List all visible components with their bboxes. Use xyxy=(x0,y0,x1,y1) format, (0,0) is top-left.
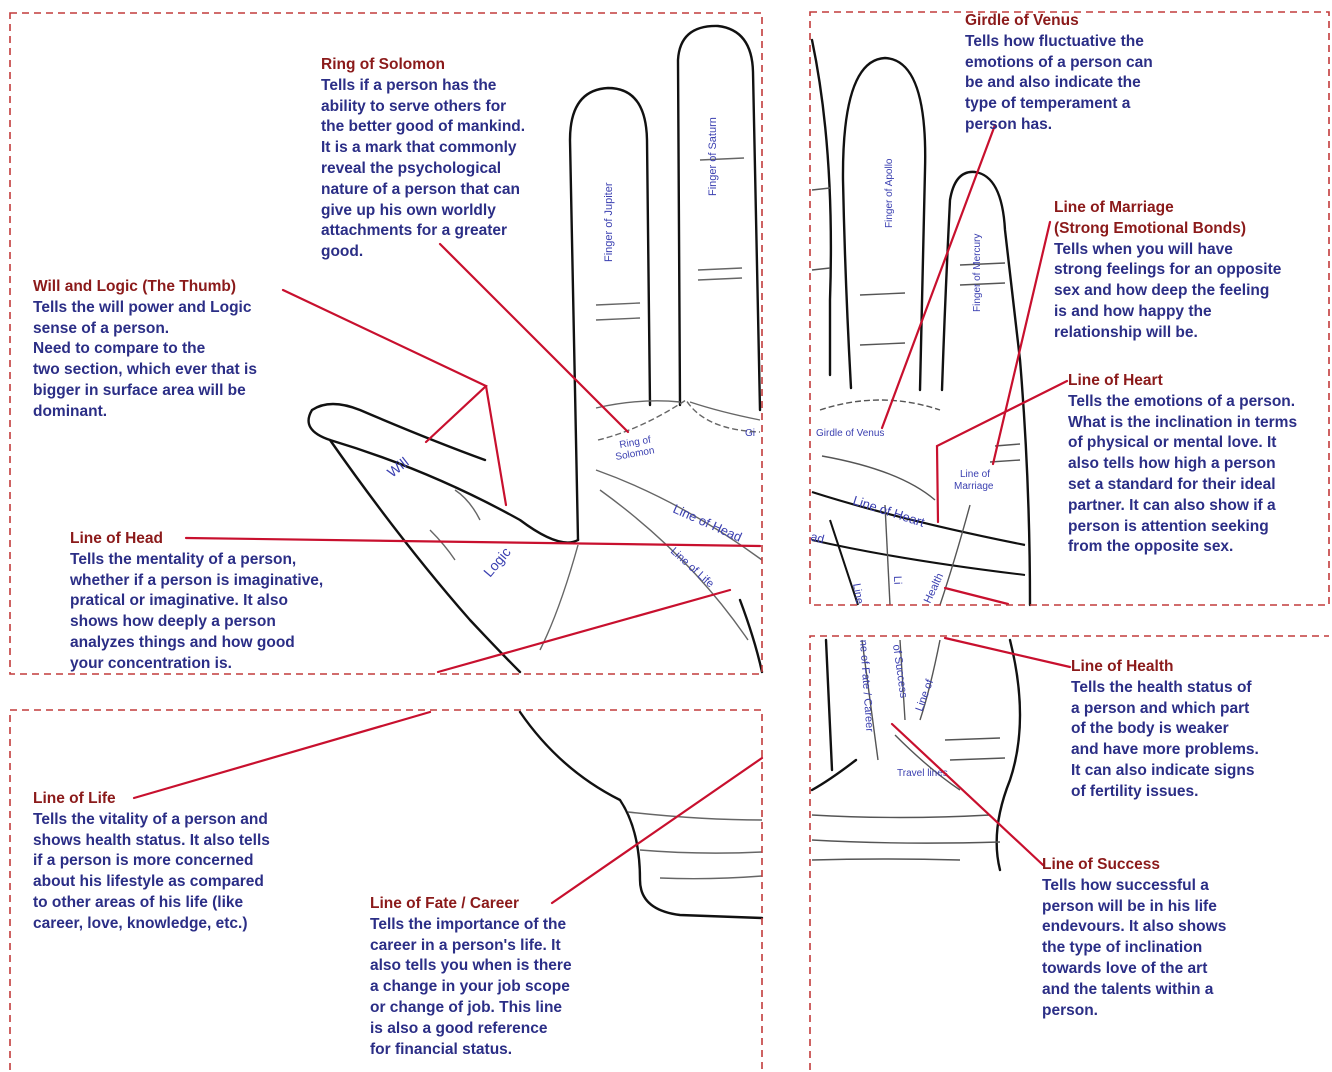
annotation-title: Line of Fate / Career xyxy=(370,894,620,915)
annotation-line-of-head: Line of Head Tells the mentality of a pe… xyxy=(70,529,380,675)
pointer-lines xyxy=(134,125,1070,903)
pointer-line-of-fate xyxy=(552,758,762,903)
panel-bottom-right: ne of Fate / Career of Success Line of T… xyxy=(812,639,1020,870)
line-of-hand-label: Line of xyxy=(914,677,937,713)
pointer-line-of-health-top xyxy=(945,588,1008,604)
annotation-body: Tells how successful a person will be in… xyxy=(1042,876,1282,1022)
annotation-line-of-success: Line of Success Tells how successful a p… xyxy=(1042,855,1282,1021)
annotation-title: Line of Heart xyxy=(1068,371,1330,392)
logic-label: Logic xyxy=(480,544,514,580)
wrist-lines-bottom-left xyxy=(628,812,762,879)
annotation-body: Tells the emotions of a person. What is … xyxy=(1068,392,1330,558)
finger-mercury-label: Finger of Mercury xyxy=(972,234,983,312)
line-of-heart-hand-label: Line of Heart xyxy=(851,493,927,530)
annotation-title: Line of Health xyxy=(1071,657,1311,678)
fate-fragment-label: Li xyxy=(891,576,903,585)
annotation-body: Tells the will power and Logic sense of … xyxy=(33,298,303,423)
pointer-thumb-logic xyxy=(486,386,506,505)
annotation-body: Tells the mentality of a person, whether… xyxy=(70,550,380,675)
palm-lines-bottom-right xyxy=(812,640,1005,860)
annotation-body: Tells when you will have strong feelings… xyxy=(1054,240,1324,344)
annotation-title: Line of Life xyxy=(33,789,323,810)
annotation-line-of-health: Line of Health Tells the health status o… xyxy=(1071,657,1311,803)
hand-outline-bottom-left xyxy=(520,712,762,918)
annotation-title: Will and Logic (The Thumb) xyxy=(33,277,303,298)
annotation-title: Line of Head xyxy=(70,529,380,550)
line-of-marriage-hand-label-1: Line of xyxy=(960,469,990,480)
finger-jupiter-label: Finger of Jupiter xyxy=(603,182,615,262)
pointer-line-of-marriage xyxy=(993,222,1050,464)
finger-apollo-label: Finger of Apollo xyxy=(884,158,895,228)
annotation-will-and-logic: Will and Logic (The Thumb) Tells the wil… xyxy=(33,277,303,423)
annotation-title: Girdle of Venus xyxy=(965,11,1205,32)
health-fragment-label: Health xyxy=(922,571,946,605)
fate-career-hand-label: ne of Fate / Career xyxy=(857,639,875,732)
line-fragment-label: Line xyxy=(850,582,865,605)
head-fragment-label: ad xyxy=(809,529,826,546)
annotation-title: Line of Marriage (Strong Emotional Bonds… xyxy=(1054,198,1324,240)
of-success-hand-label: of Success xyxy=(890,644,909,699)
annotation-title: Line of Success xyxy=(1042,855,1282,876)
annotation-body: Tells the health status of a person and … xyxy=(1071,678,1311,803)
annotation-body: Tells the importance of the career in a … xyxy=(370,915,620,1061)
pointer-line-of-heart xyxy=(937,381,1067,522)
line-of-marriage-hand-label-2: Marriage xyxy=(954,481,994,492)
annotation-title: Ring of Solomon xyxy=(321,55,571,76)
annotation-line-of-heart: Line of Heart Tells the emotions of a pe… xyxy=(1068,371,1330,558)
girdle-of-venus-hand-label: Girdle of Venus xyxy=(816,428,884,439)
annotation-line-of-marriage: Line of Marriage (Strong Emotional Bonds… xyxy=(1054,198,1324,344)
panel-bottom-left xyxy=(520,712,762,918)
annotation-body: Tells the vitality of a person and shows… xyxy=(33,810,323,935)
line-of-head-hand-label: Line of Head xyxy=(671,501,744,545)
annotation-line-of-fate: Line of Fate / Career Tells the importan… xyxy=(370,894,620,1060)
annotation-body: Tells how fluctuative the emotions of a … xyxy=(965,32,1205,136)
finger-saturn-label: Finger of Saturn xyxy=(707,117,719,196)
line-of-life-hand-label: Line of Life xyxy=(668,545,716,590)
annotation-ring-of-solomon: Ring of Solomon Tells if a person has th… xyxy=(321,55,571,263)
will-label: Will xyxy=(384,454,412,480)
pointer-line-of-success xyxy=(892,724,1043,865)
pointer-line-of-health xyxy=(945,638,1070,667)
annotation-line-of-life: Line of Life Tells the vitality of a per… xyxy=(33,789,323,935)
annotation-body: Tells if a person has the ability to ser… xyxy=(321,76,571,263)
annotation-girdle-of-venus: Girdle of Venus Tells how fluctuative th… xyxy=(965,11,1205,136)
girdle-fragment-label: Gi xyxy=(745,428,755,439)
pointer-line-of-life-bottom xyxy=(134,712,430,798)
